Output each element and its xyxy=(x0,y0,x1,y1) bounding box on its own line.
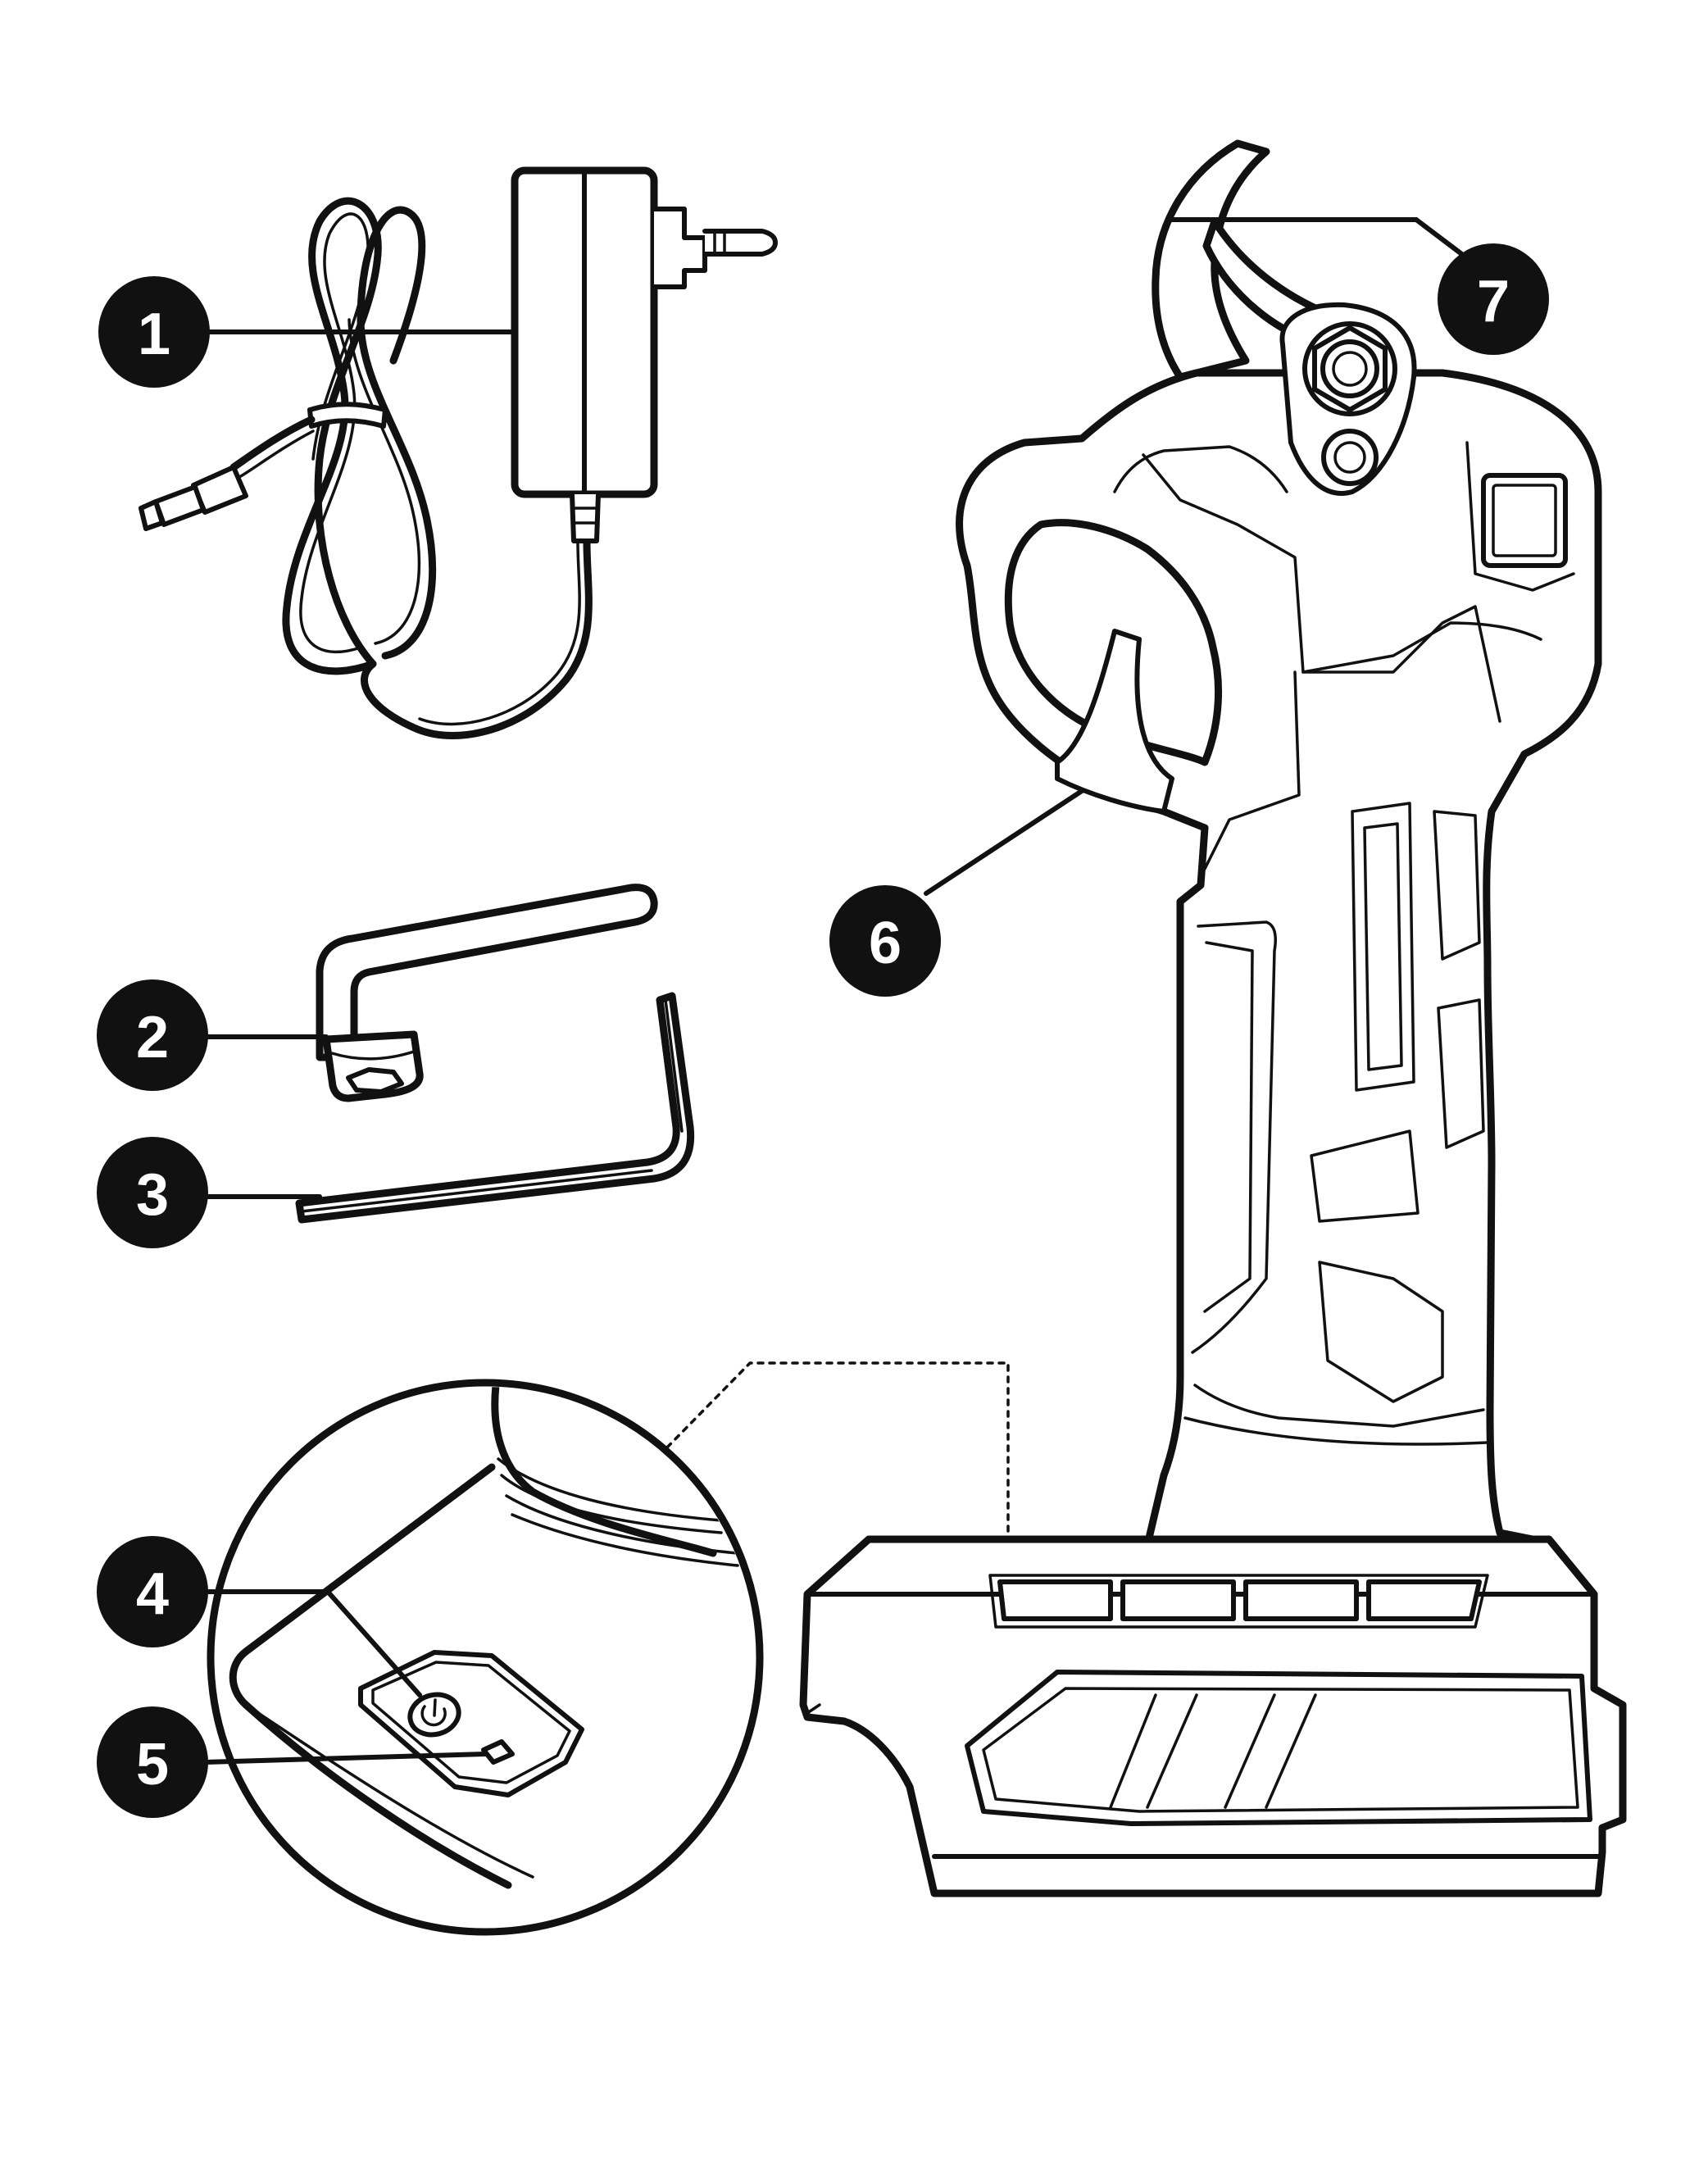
svg-text:5: 5 xyxy=(136,1732,169,1797)
leader-4b xyxy=(325,1589,422,1697)
svg-text:2: 2 xyxy=(136,1005,169,1070)
svg-text:1: 1 xyxy=(138,302,170,367)
detail-connector xyxy=(662,1361,1010,1533)
svg-text:6: 6 xyxy=(869,911,902,976)
callout-3: 3 xyxy=(97,1137,208,1248)
callout-1: 1 xyxy=(98,276,210,388)
callout-4: 4 xyxy=(97,1536,208,1647)
charger-cable xyxy=(139,197,593,739)
charger-adapter xyxy=(511,166,778,543)
callout-5: 5 xyxy=(97,1706,208,1818)
svg-text:7: 7 xyxy=(1477,269,1510,334)
pruner-handle xyxy=(1183,802,1489,1446)
socket-wrench xyxy=(316,884,658,1102)
svg-text:3: 3 xyxy=(136,1162,169,1228)
hex-key xyxy=(295,992,695,1224)
battery-pack xyxy=(799,1535,1627,1897)
leader-5 xyxy=(201,1752,488,1765)
callout-7: 7 xyxy=(1438,243,1549,355)
leader-6 xyxy=(924,788,1084,896)
pruner-head xyxy=(956,369,1602,1549)
detail-magnifier xyxy=(207,1379,764,1936)
callout-6: 6 xyxy=(829,885,941,997)
svg-text:4: 4 xyxy=(136,1561,169,1627)
gear-assembly xyxy=(1279,302,1417,496)
callout-2: 2 xyxy=(97,979,208,1091)
